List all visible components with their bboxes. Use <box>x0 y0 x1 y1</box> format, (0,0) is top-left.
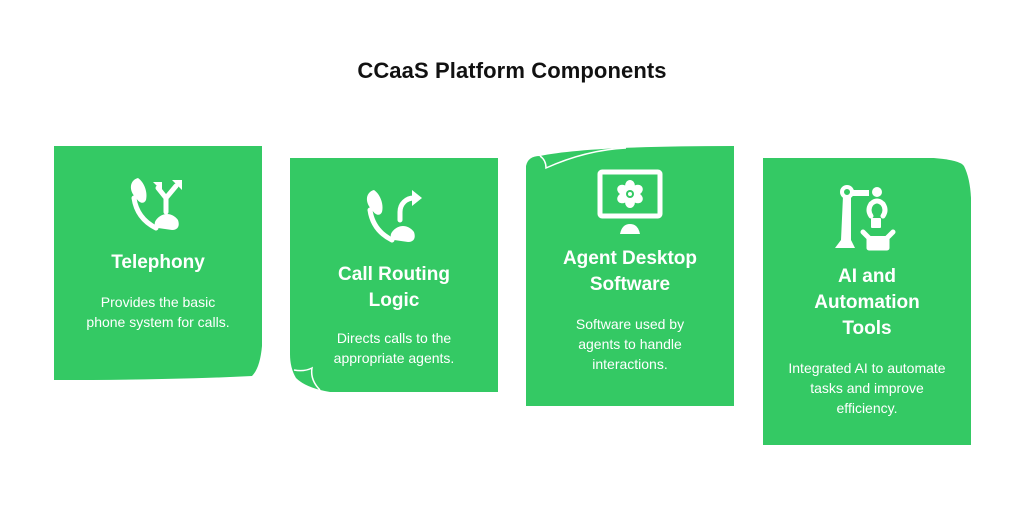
monitor-gear-icon <box>597 169 663 234</box>
card-background <box>290 158 498 392</box>
card-content: Call Routing Logic Directs calls to the … <box>290 158 498 368</box>
card-description: Directs calls to the appropriate agents. <box>333 330 455 366</box>
card-background <box>763 158 971 445</box>
card-call-routing-logic: Call Routing Logic Directs calls to the … <box>290 158 498 392</box>
phone-forward-arrow-icon <box>366 190 422 243</box>
card-ai-automation-tools: AI and Automation Tools Integrated AI to… <box>763 158 971 445</box>
card-description: Software used by agents to handle intera… <box>575 316 685 372</box>
card-title: Agent Desktop Software <box>562 248 698 295</box>
card-agent-desktop-software: Agent Desktop Software Software used by … <box>526 146 734 406</box>
card-title: AI and Automation Tools <box>814 266 920 339</box>
card-telephony: Telephony Provides the basic phone syste… <box>54 146 262 380</box>
card-content: AI and Automation Tools Integrated AI to… <box>763 158 971 418</box>
card-content: Telephony Provides the basic phone syste… <box>54 146 262 332</box>
page-title: CCaaS Platform Components <box>357 58 667 83</box>
card-title: Call Routing Logic <box>338 264 450 311</box>
card-background <box>526 146 734 406</box>
card-background <box>54 146 262 380</box>
phone-split-arrows-icon <box>130 178 182 231</box>
card-description: Integrated AI to automate tasks and impr… <box>788 360 946 416</box>
card-title: Telephony <box>111 252 205 273</box>
card-description: Provides the basic phone system for call… <box>86 294 230 330</box>
card-content: Agent Desktop Software Software used by … <box>526 146 734 374</box>
robot-arm-icon <box>835 185 896 251</box>
